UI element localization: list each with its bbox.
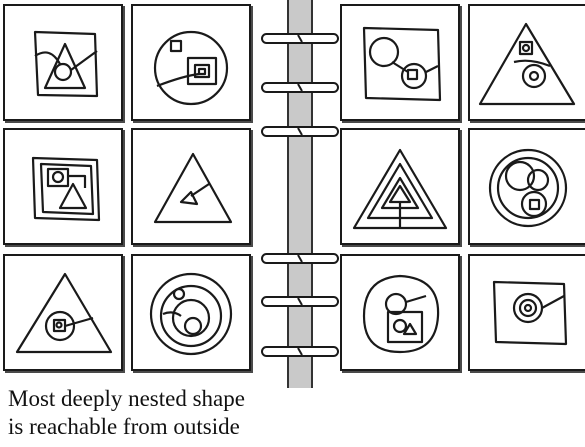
binder-ring-4	[261, 253, 339, 264]
binder-ring-5	[261, 296, 339, 307]
panel-left-r2-c2	[131, 128, 251, 245]
binder-ring-2	[261, 82, 339, 93]
square-with-triangle-shape	[31, 156, 101, 222]
triangle-square-circle-shape	[478, 22, 576, 106]
panel-right-r1-c1	[340, 4, 460, 121]
square-two-circles-shape	[362, 26, 442, 102]
panel-right-r1-c2	[468, 4, 585, 121]
panel-right-r2-c1	[340, 128, 460, 245]
panel-right-r3-c1	[340, 254, 460, 371]
panel-left-r3-c2	[131, 254, 251, 371]
panel-left-r1-c2	[131, 4, 251, 121]
circle-circles-square-shape	[488, 148, 568, 228]
square-nested-circles-shape	[492, 280, 568, 346]
panel-left-r2-c1	[3, 128, 123, 245]
binder-ring-1	[261, 33, 339, 44]
circle-square-triangle-shape	[362, 274, 440, 354]
panel-right-r2-c2	[468, 128, 585, 245]
caption-line-2: is reachable from outside	[8, 414, 240, 439]
circle-nested-squares-shape	[153, 30, 229, 106]
binder-spine	[287, 0, 313, 388]
panel-left-r3-c1	[3, 254, 123, 371]
binder-ring-3	[261, 126, 339, 137]
binder-ring-6	[261, 346, 339, 357]
caption-line-1: Most deeply nested shape	[8, 386, 245, 411]
triangle-path-shape	[153, 152, 233, 224]
panel-left-r1-c1	[3, 4, 123, 121]
nested-triangles-shape	[352, 148, 448, 230]
square-triangle-circle-shape	[33, 30, 99, 98]
panel-right-r3-c2	[468, 254, 585, 371]
nested-circles-shape	[149, 272, 233, 356]
triangle-circle-square-shape	[15, 272, 113, 354]
